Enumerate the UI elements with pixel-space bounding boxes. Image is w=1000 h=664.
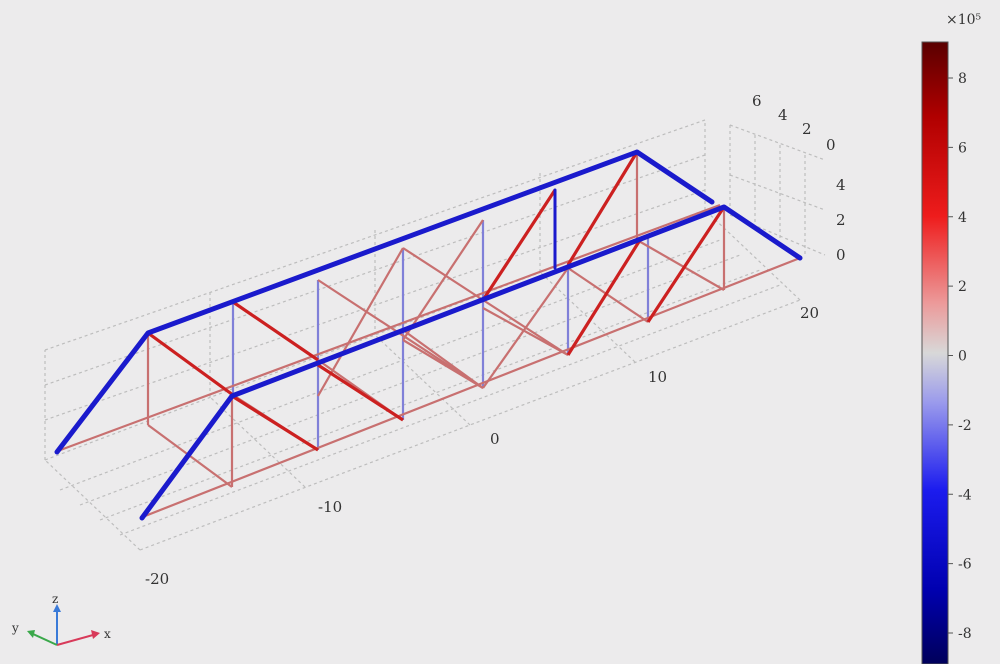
member: [566, 239, 642, 356]
y-tick: 2: [802, 120, 812, 138]
z-tick: 4: [836, 176, 846, 194]
x-tick: -10: [318, 498, 342, 516]
colorbar-multiplier: ×10⁵: [946, 12, 982, 28]
member: [147, 331, 234, 397]
member: [566, 151, 639, 266]
member: [232, 300, 319, 362]
y-tick: 6: [752, 92, 762, 110]
x-tick: 0: [490, 430, 500, 448]
colorbar-gradient: [921, 41, 949, 664]
front-top-chord: [139, 204, 803, 521]
z-tick: 2: [836, 211, 846, 229]
compression-members: [54, 149, 803, 521]
colorbar-tick-label: 4: [958, 210, 967, 226]
x-tick: -20: [145, 570, 169, 588]
member: [231, 394, 319, 452]
tension-members: [147, 151, 726, 452]
member: [317, 363, 404, 422]
colorbar-tick-label: -4: [958, 487, 972, 503]
colorbar-tick-label: 0: [958, 349, 967, 365]
member: [481, 189, 557, 301]
member: [646, 206, 726, 323]
colorbar-tick-label: -8: [958, 626, 972, 642]
triad-y-label: y: [11, 621, 19, 635]
z-tick: 0: [836, 246, 846, 264]
colorbar-tick-label: 6: [958, 140, 967, 156]
member: [54, 203, 721, 454]
light-stress-members: [54, 152, 801, 520]
y-tick: 4: [778, 106, 788, 124]
member: [139, 256, 801, 520]
x-tick: 10: [648, 368, 667, 386]
member: [402, 329, 484, 389]
member: [402, 247, 484, 301]
colorbar-tick-label: 2: [958, 279, 967, 295]
member: [482, 307, 569, 356]
axis-grid: [44, 119, 826, 551]
y-tick: 0: [826, 136, 836, 154]
triad-x-label: x: [104, 627, 111, 641]
member: [567, 267, 649, 323]
colorbar: ×10⁵ 8 6 4 2 0 -2 -4 -6 -8: [921, 12, 982, 664]
back-top-chord: [54, 149, 715, 455]
member: [402, 219, 484, 341]
axis-tick-labels: -20 -10 0 10 20 6 4 2 0 4 2 0: [145, 92, 846, 588]
x-tick: 20: [800, 304, 819, 322]
colorbar-tick-label: 8: [958, 71, 967, 87]
colorbar-tick-label: -6: [958, 557, 972, 573]
member: [317, 279, 484, 389]
member: [636, 239, 725, 291]
member: [482, 299, 569, 356]
triad-z-label: z: [52, 592, 58, 606]
axis-triad: z x y: [11, 592, 111, 646]
colorbar-tick-label: -2: [958, 418, 972, 434]
